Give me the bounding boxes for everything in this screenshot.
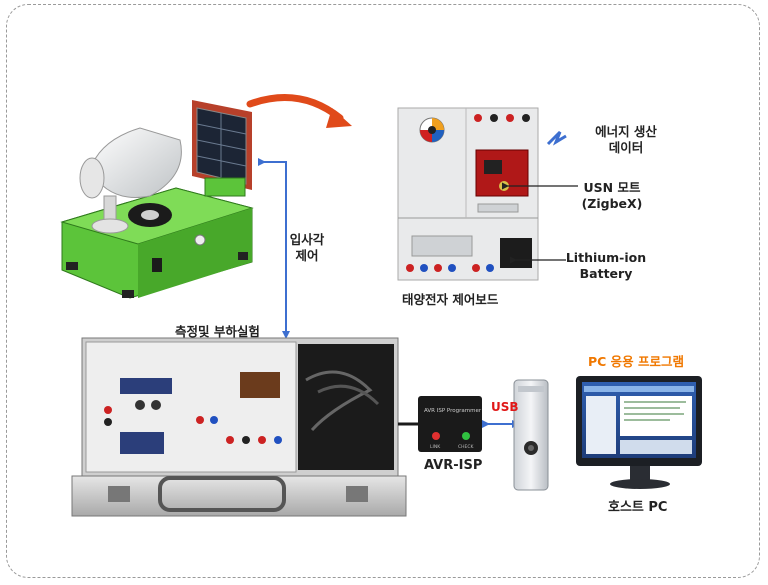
incidence-angle-label: 입사각 제어 (289, 232, 325, 263)
rotation-arrow-head (326, 108, 352, 128)
programmer-title: AVR ISP Programmer (424, 408, 482, 414)
solar-control-board-illustration (397, 107, 539, 281)
host-pc-label: 호스트 PC (608, 500, 668, 515)
incidence-angle-line (258, 158, 290, 339)
pc-tower-illustration (513, 379, 549, 491)
measurement-load-label: 측정및 부하실험 (175, 324, 260, 339)
energy-data-label: 에너지 생산 데이터 (595, 124, 657, 155)
energy-data-bolt (546, 130, 567, 146)
avr-isp-label: AVR-ISP (424, 458, 483, 473)
pc-program-label: PC 응용 프로그램 (588, 354, 685, 369)
host-monitor-illustration (576, 376, 702, 489)
usn-mote-label: USN 모트 (ZigbeX) (581, 180, 643, 211)
programmer-led-check: CHECK (458, 444, 475, 450)
rotation-arrow (246, 94, 344, 122)
programmer-led-link: LINK (430, 444, 441, 450)
solar-kit-illustration (60, 100, 254, 299)
control-board-label: 태양전자 제어보드 (402, 292, 499, 307)
battery-label: Lithium-ion Battery (565, 250, 647, 281)
dashed-frame (6, 4, 760, 578)
avr-isp-programmer: AVR ISP Programmer LINK CHECK (418, 396, 482, 452)
training-kit-case-illustration (71, 337, 407, 517)
usb-label: USB (491, 400, 519, 414)
